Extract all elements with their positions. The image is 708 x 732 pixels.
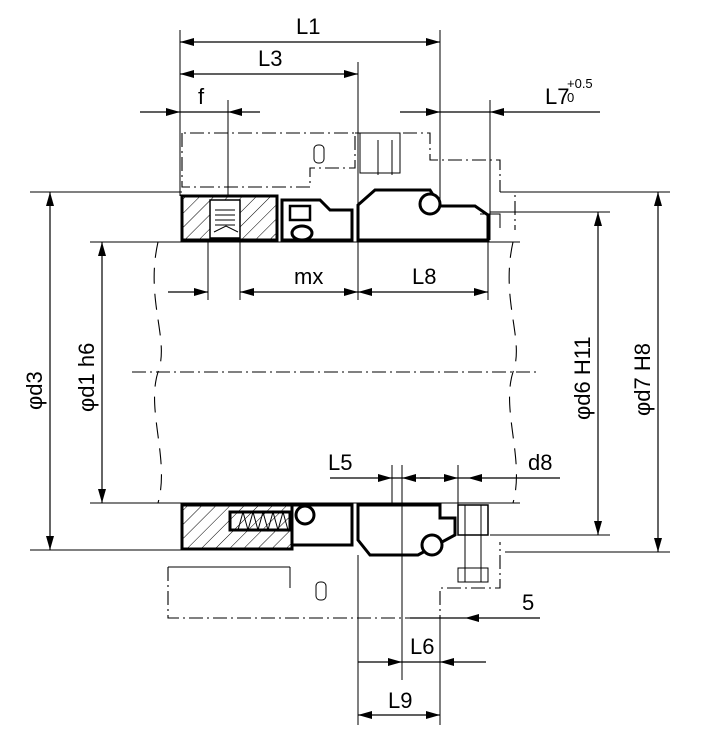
seal-lower: [180, 503, 489, 583]
label-d7: φd7 H8: [630, 343, 655, 416]
label-L6: L6: [410, 634, 434, 659]
label-L9: L9: [388, 688, 412, 713]
label-5: 5: [522, 590, 534, 615]
label-d6: φd6 H11: [570, 336, 595, 420]
label-f: f: [198, 84, 205, 109]
label-L7-tolerance-zero: 0: [567, 90, 574, 105]
label-L7: L7: [545, 84, 569, 109]
label-mx: mx: [294, 264, 323, 289]
label-L5: L5: [328, 450, 352, 475]
shaft: [90, 241, 540, 504]
label-d8: d8: [528, 450, 552, 475]
label-L8: L8: [412, 264, 436, 289]
label-d1: φd1 h6: [74, 343, 99, 412]
label-d3: φd3: [22, 371, 47, 410]
gland-bottom: [167, 542, 501, 619]
label-L3: L3: [258, 46, 282, 71]
dimension-lines: [30, 30, 670, 725]
label-L1: L1: [296, 14, 320, 39]
label-L7-tolerance: +0.5: [567, 76, 593, 91]
seal-upper: [180, 188, 501, 242]
